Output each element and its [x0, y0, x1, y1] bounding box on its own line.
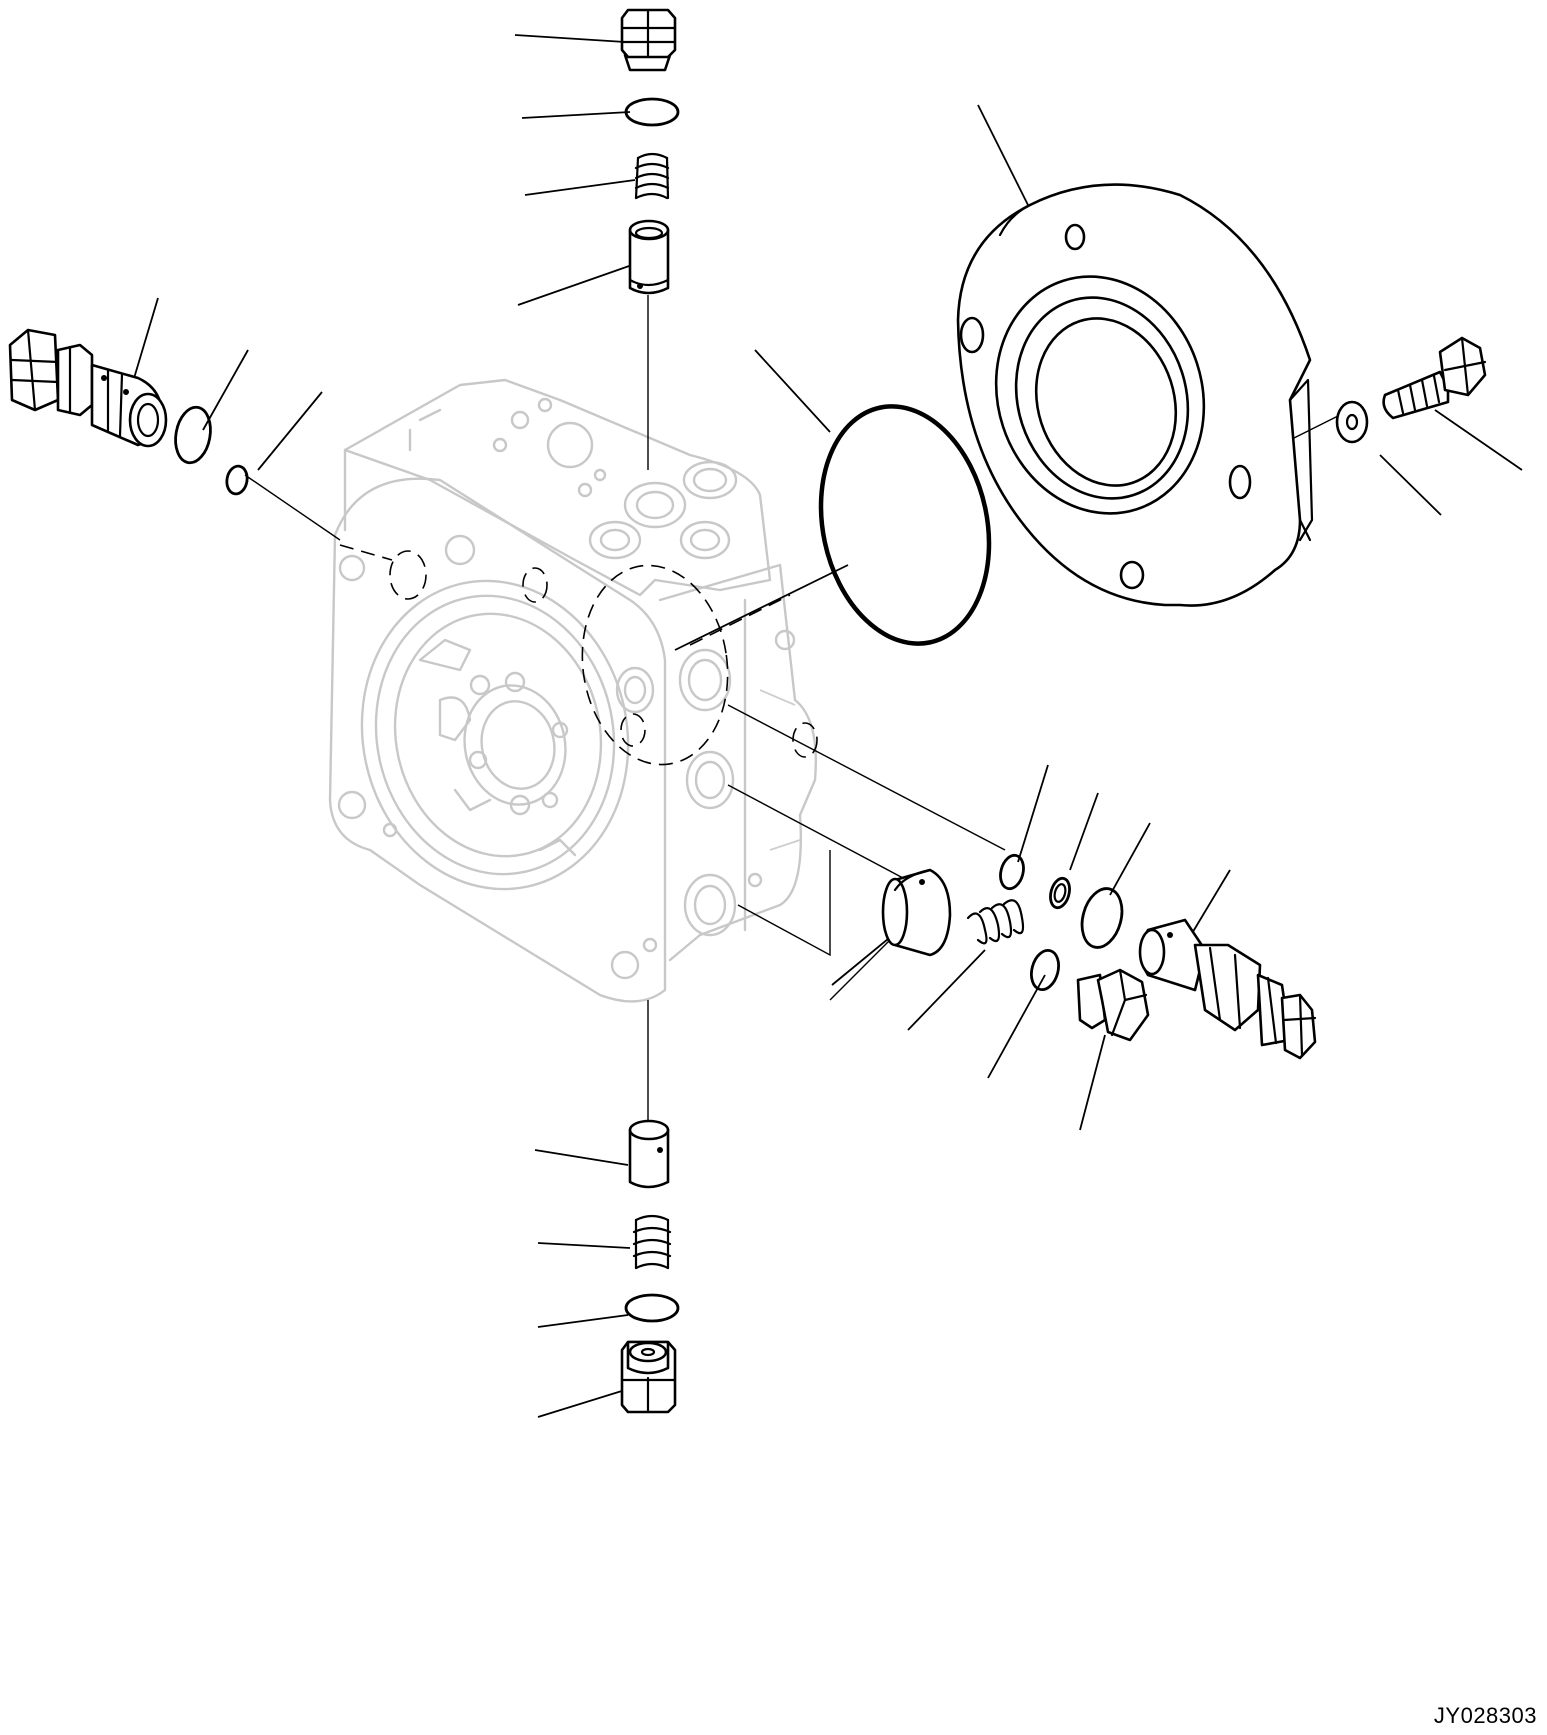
- large-o-ring: [818, 404, 992, 646]
- left-o-ring-large: [174, 405, 212, 465]
- lower-o-ring-a: [999, 853, 1025, 891]
- housing-ghost: [328, 378, 817, 1003]
- lower-o-ring-b-inner: [1053, 883, 1067, 903]
- cover-washer-hole: [1345, 413, 1359, 431]
- left-o-ring-small: [225, 464, 249, 496]
- bottom-o-ring: [624, 1293, 680, 1323]
- hidden-feature-markers: [339, 544, 818, 766]
- bottom-spool: [628, 1119, 670, 1189]
- lower-o-ring-d: [1030, 948, 1060, 992]
- lower-o-ring-c: [1080, 887, 1124, 949]
- top-spring: [634, 152, 670, 200]
- end-cover: [956, 183, 1314, 607]
- lower-plug: [1076, 968, 1150, 1042]
- lower-spring: [966, 899, 1025, 945]
- cover-bolt: [1382, 336, 1487, 420]
- bottom-plug: [620, 1340, 677, 1414]
- cover-washer: [1335, 400, 1369, 444]
- bottom-spring: [632, 1214, 672, 1270]
- top-plug: [620, 8, 677, 72]
- drawing-number: JY028303: [1433, 1703, 1537, 1728]
- left-valve-cartridge: [8, 328, 168, 448]
- right-valve-cartridge: [1138, 918, 1317, 1060]
- leader-lines: [131, 34, 1523, 1418]
- top-o-ring: [624, 97, 680, 127]
- top-spool: [628, 219, 670, 295]
- lower-o-ring-b: [1049, 876, 1071, 910]
- lower-spool: [881, 868, 952, 957]
